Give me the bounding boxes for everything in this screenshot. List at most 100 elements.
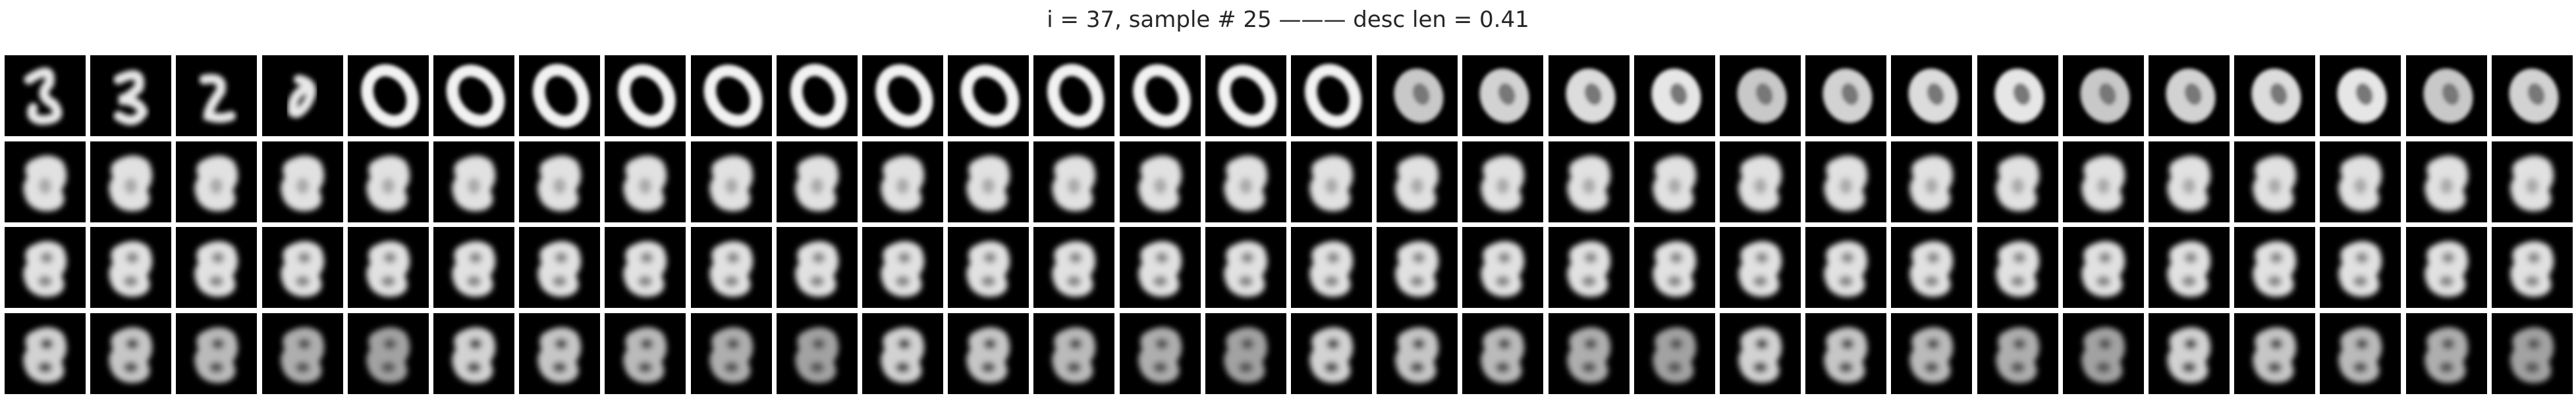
digit-image (623, 155, 667, 212)
digit-image (1567, 327, 1611, 384)
digit-image (1996, 155, 2040, 212)
digit-tile (1805, 313, 1886, 394)
digit-image (795, 155, 839, 212)
digit-image (2253, 155, 2297, 212)
digit-tile (1377, 55, 1458, 136)
digit-tile (605, 313, 686, 394)
digit-tile (2492, 313, 2573, 394)
digit-tile (862, 313, 943, 394)
digit-image (1305, 64, 1361, 128)
digit-image (1309, 155, 1354, 212)
digit-tile (1120, 55, 1201, 136)
digit-tile (1634, 55, 1715, 136)
digit-tile (1977, 313, 2058, 394)
digit-image (281, 327, 325, 384)
digit-tile (948, 313, 1029, 394)
digit-tile (2320, 313, 2401, 394)
digit-tile (1891, 55, 1972, 136)
digit-image (1824, 155, 1868, 212)
digit-image (618, 64, 676, 128)
digit-image (281, 241, 325, 297)
digit-image (2167, 241, 2211, 297)
digit-tile (1033, 141, 1114, 222)
digit-tile (1291, 313, 1372, 394)
digit-image (795, 241, 839, 297)
digit-image (1052, 155, 1096, 212)
digit-tile (176, 141, 257, 222)
digit-tile (2406, 141, 2487, 222)
digit-tile (2406, 227, 2487, 308)
digit-tile (1634, 313, 1715, 394)
digit-tile (2320, 227, 2401, 308)
digit-tile (1377, 227, 1458, 308)
digit-image (1138, 241, 1182, 297)
digit-image (361, 64, 419, 128)
digit-tile (262, 55, 343, 136)
digit-image (1309, 241, 1354, 297)
digit-image (452, 327, 496, 384)
digit-tile (1977, 55, 2058, 136)
digit-image (1047, 64, 1104, 128)
digit-image (1909, 327, 1954, 384)
digit-image (1479, 68, 1529, 123)
digit-image (366, 327, 410, 384)
digit-image (1566, 68, 1616, 123)
digit-image (537, 327, 582, 384)
digit-tile (1891, 227, 1972, 308)
digit-image (1653, 327, 1697, 384)
digit-tile (2234, 227, 2315, 308)
digit-tile (1720, 313, 1801, 394)
digit-image (1052, 327, 1096, 384)
digit-tile (1891, 141, 1972, 222)
digit-image (1909, 155, 1954, 212)
digit-image (1738, 241, 1782, 297)
digit-tile (777, 227, 858, 308)
digit-tile (1462, 313, 1543, 394)
digit-image (881, 155, 925, 212)
digit-image (1738, 155, 1782, 212)
digit-tile (348, 313, 429, 394)
digit-tile (1120, 141, 1201, 222)
digit-image (1653, 155, 1697, 212)
digit-tile (176, 227, 257, 308)
digit-tile (90, 227, 171, 308)
digit-image (113, 70, 148, 126)
digit-image (2510, 327, 2554, 384)
digit-tile (777, 313, 858, 394)
digit-image (366, 155, 410, 212)
digit-tile (1291, 55, 1372, 136)
digit-tile (5, 141, 86, 222)
digit-image (109, 241, 153, 297)
digit-image (2425, 155, 2469, 212)
digit-image (366, 241, 410, 297)
digit-tile (1205, 141, 1286, 222)
digit-tile (1462, 55, 1543, 136)
digit-tile (1205, 227, 1286, 308)
digit-tile (948, 227, 1029, 308)
digit-tile (433, 141, 514, 222)
digit-image (2167, 327, 2211, 384)
digit-tile (948, 141, 1029, 222)
digit-tile (1377, 313, 1458, 394)
digit-image (1653, 241, 1697, 297)
digit-tile (1033, 313, 1114, 394)
digit-image (452, 155, 496, 212)
digit-tile (1120, 227, 1201, 308)
digit-image (1052, 241, 1096, 297)
digit-image (1824, 241, 1868, 297)
digit-image (703, 64, 763, 127)
digit-tile (2320, 55, 2401, 136)
digit-tile (433, 227, 514, 308)
digit-tile (691, 55, 772, 136)
figure-title: i = 37, sample # 25 ——— desc len = 0.41 (1047, 7, 1529, 33)
digit-image (2081, 241, 2125, 297)
digit-image (881, 241, 925, 297)
digit-image (287, 74, 316, 118)
digit-image (1224, 241, 1268, 297)
digit-image (23, 155, 67, 212)
digit-image (1394, 68, 1444, 123)
digit-tile (1033, 227, 1114, 308)
digit-image (709, 241, 754, 297)
digit-tile (2234, 55, 2315, 136)
